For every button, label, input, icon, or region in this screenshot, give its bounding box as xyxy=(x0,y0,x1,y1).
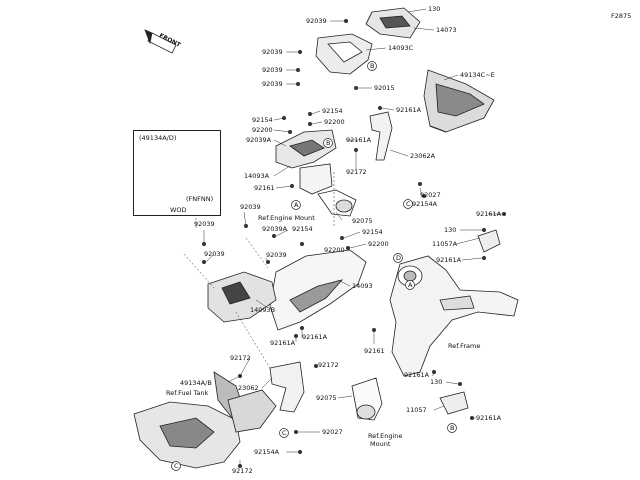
part-label: 14093 xyxy=(352,282,373,290)
part-label: 130 xyxy=(430,378,443,386)
cover-14093c xyxy=(315,33,373,75)
part-label: 11057 xyxy=(406,406,427,414)
marker-b: B xyxy=(450,424,455,432)
part-label: 92015 xyxy=(374,84,395,92)
shroud-14093b xyxy=(207,271,277,323)
bracket-11057 xyxy=(439,391,469,415)
engine-mount-lower xyxy=(351,377,383,421)
part-label: 92200 xyxy=(324,118,345,126)
part-label: 92154A xyxy=(412,200,438,208)
part-label: 92172 xyxy=(346,168,367,176)
part-label: 92161A xyxy=(436,256,462,264)
marker-a: A xyxy=(294,201,299,209)
leader-lines xyxy=(183,8,502,466)
part-label: 92172 xyxy=(230,354,251,362)
part-label: 11057A xyxy=(432,240,458,248)
marker-d: D xyxy=(396,254,402,262)
marker-c: C xyxy=(282,429,287,437)
part-label: 49134A/B xyxy=(180,379,212,387)
inset-header: (49134A/D) xyxy=(139,134,177,142)
part-label: 92161A xyxy=(476,414,502,422)
shroud-49134a-b xyxy=(133,371,245,469)
part-label: 92154A xyxy=(254,448,280,456)
frame xyxy=(389,255,519,377)
part-label: 92172 xyxy=(318,361,339,369)
shroud-49134c-e xyxy=(423,69,495,133)
figure-code: F2875 xyxy=(611,12,632,20)
bracket-23062 xyxy=(227,361,305,433)
part-label: 130 xyxy=(428,5,441,13)
part-label: 130 xyxy=(444,226,457,234)
part-label: 92161 xyxy=(364,347,385,355)
part-label: 92172 xyxy=(232,467,253,475)
part-label: 23062 xyxy=(238,384,259,392)
ref-fuel-tank: Ref.Fuel Tank xyxy=(166,389,209,397)
part-label: 92039 xyxy=(204,250,225,258)
front-label: FRONT xyxy=(157,32,182,49)
front-arrow-icon xyxy=(144,29,177,54)
part-label: 92161A xyxy=(302,333,328,341)
bracket-11057a xyxy=(477,229,501,253)
part-label: 92027 xyxy=(322,428,343,436)
marker-a: A xyxy=(408,281,413,289)
part-label: 92039 xyxy=(240,203,261,211)
marker-b: B xyxy=(370,62,375,70)
part-label: 92039 xyxy=(262,80,283,88)
bracket-23062a xyxy=(369,111,393,161)
panel-14093a xyxy=(275,129,337,169)
ref-frame: Ref.Frame xyxy=(448,342,481,350)
part-label: 92039 xyxy=(194,220,215,228)
part-label: 92161A xyxy=(396,106,422,114)
part-label: 92039 xyxy=(262,48,283,56)
bracket-92075-upper xyxy=(299,163,357,217)
part-label: 92161A xyxy=(346,136,372,144)
part-label: 92161A xyxy=(476,210,502,218)
part-label: 92154 xyxy=(292,225,313,233)
part-label: 14093C xyxy=(388,44,414,52)
circle-markers xyxy=(171,61,457,471)
part-label: 92039 xyxy=(262,66,283,74)
ref-engine-mount-lower-2: Mount xyxy=(370,440,391,448)
part-label: 92039A xyxy=(246,136,272,144)
marker-b: B xyxy=(326,139,331,147)
part-label: 92154 xyxy=(252,116,273,124)
part-label: 14093A xyxy=(244,172,270,180)
marker-c: C xyxy=(406,200,411,208)
part-label: 14073 xyxy=(436,26,457,34)
inset-box: (49134A/D) (FNFNN) WOD xyxy=(133,130,221,216)
ref-engine-mount-upper: Ref.Engine Mount xyxy=(258,214,315,222)
part-label: 92039 xyxy=(306,17,327,25)
part-label: 92200 xyxy=(324,246,345,254)
part-label: 92154 xyxy=(322,107,343,115)
part-label: 92200 xyxy=(252,126,273,134)
part-label: 92039 xyxy=(266,251,287,259)
ref-engine-mount-lower-1: Ref.Engine xyxy=(368,432,403,440)
part-label: 92161A xyxy=(270,339,296,347)
cover-14073 xyxy=(365,7,421,39)
part-label: 92027 xyxy=(420,191,441,199)
part-label: 92075 xyxy=(316,394,337,402)
part-label: 14093B xyxy=(250,306,276,314)
part-label: 92161A xyxy=(404,371,430,379)
inset-note-top: (FNFNN) xyxy=(186,195,214,203)
part-label: 92154 xyxy=(362,228,383,236)
part-label: 23062A xyxy=(410,152,436,160)
part-label: 92075 xyxy=(352,217,373,225)
cover-14093-large xyxy=(269,249,367,331)
marker-c: C xyxy=(174,462,179,470)
part-label: 92161 xyxy=(254,184,275,192)
part-label: 92039A xyxy=(262,225,288,233)
part-label: 92200 xyxy=(368,240,389,248)
part-label: 49134C~E xyxy=(460,71,495,79)
inset-note-bottom: WOD xyxy=(170,206,187,214)
